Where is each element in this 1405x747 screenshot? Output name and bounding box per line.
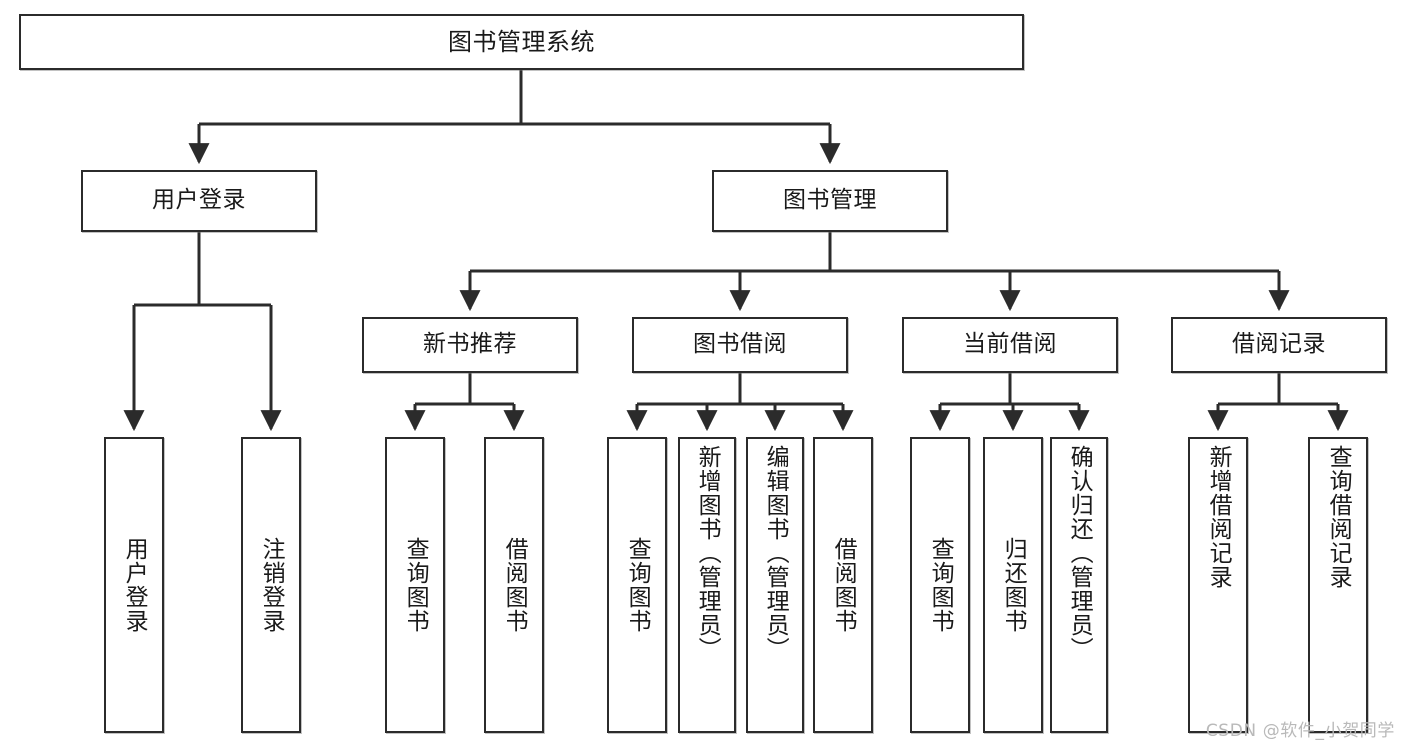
node-current-borrow[interactable]: 当前借阅	[902, 317, 1118, 373]
node-label: 新增图书（管理员）	[694, 445, 721, 661]
leaf-confirm-return[interactable]: 确认归还（管理员）	[1050, 437, 1108, 733]
leaf-user-login[interactable]: 用户登录	[104, 437, 164, 733]
node-label: 新增借阅记录	[1205, 445, 1232, 589]
node-book-manage[interactable]: 图书管理	[712, 170, 948, 232]
leaf-borrow-book-rec[interactable]: 借阅图书	[484, 437, 544, 733]
node-label: 归还图书	[1000, 537, 1027, 633]
node-label: 查询图书	[402, 537, 429, 633]
node-label: 图书借阅	[693, 331, 787, 358]
leaf-add-book[interactable]: 新增图书（管理员）	[678, 437, 736, 733]
node-label: 用户登录	[152, 187, 246, 214]
node-label: 借阅图书	[501, 537, 528, 633]
node-label: 确认归还（管理员）	[1066, 445, 1093, 661]
node-new-book-recommend[interactable]: 新书推荐	[362, 317, 578, 373]
node-user-login[interactable]: 用户登录	[81, 170, 317, 232]
leaf-add-borrow-record[interactable]: 新增借阅记录	[1188, 437, 1248, 733]
node-label: 当前借阅	[963, 331, 1057, 358]
leaf-query-book-borrow[interactable]: 查询图书	[607, 437, 667, 733]
node-label: 借阅图书	[830, 537, 857, 633]
csdn-watermark: CSDN @软件_小贺同学	[1205, 721, 1395, 741]
node-label: 查询图书	[927, 537, 954, 633]
leaf-query-book-current[interactable]: 查询图书	[910, 437, 970, 733]
node-label: 查询借阅记录	[1325, 445, 1352, 589]
leaf-logout[interactable]: 注销登录	[241, 437, 301, 733]
node-book-borrow[interactable]: 图书借阅	[632, 317, 848, 373]
node-label: 查询图书	[624, 537, 651, 633]
node-label: 新书推荐	[423, 331, 517, 358]
node-root-system[interactable]: 图书管理系统	[19, 14, 1024, 70]
node-label: 用户登录	[121, 537, 148, 633]
node-borrow-record[interactable]: 借阅记录	[1171, 317, 1387, 373]
leaf-query-book-rec[interactable]: 查询图书	[385, 437, 445, 733]
leaf-edit-book[interactable]: 编辑图书（管理员）	[746, 437, 804, 733]
node-label: 图书管理	[783, 187, 877, 214]
node-label: 图书管理系统	[448, 27, 595, 56]
node-label: 借阅记录	[1232, 331, 1326, 358]
leaf-query-borrow-record[interactable]: 查询借阅记录	[1308, 437, 1368, 733]
node-label: 注销登录	[258, 537, 285, 633]
leaf-return-book[interactable]: 归还图书	[983, 437, 1043, 733]
leaf-borrow-book[interactable]: 借阅图书	[813, 437, 873, 733]
node-label: 编辑图书（管理员）	[762, 445, 789, 661]
